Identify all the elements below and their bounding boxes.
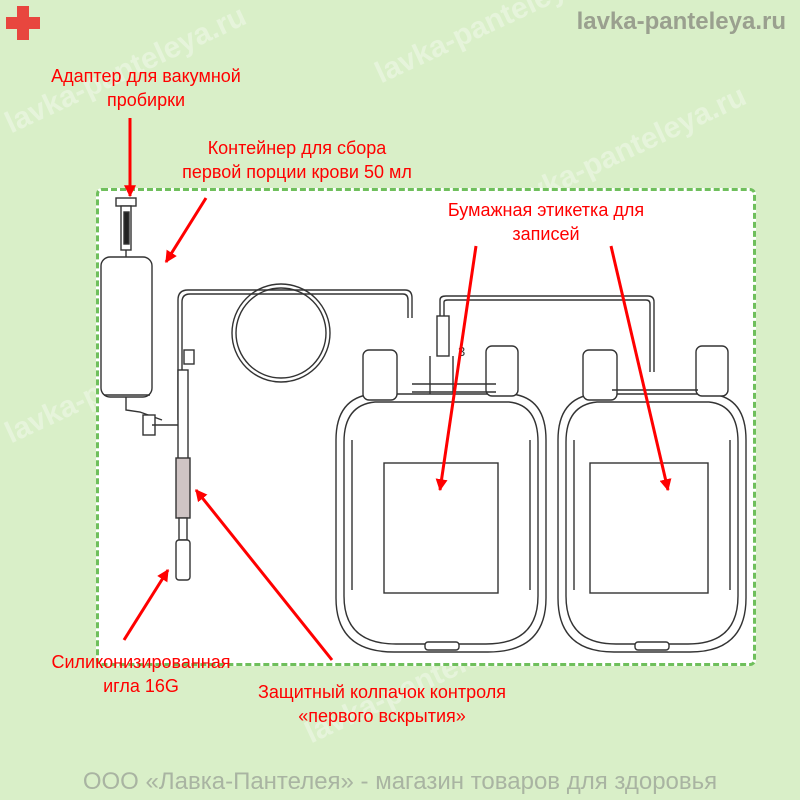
main-blood-bag [335, 345, 547, 653]
paper-label-2 [589, 462, 709, 594]
medical-cross-icon [6, 6, 40, 40]
needle-cover [175, 539, 191, 581]
label-needle: Силиконизированная игла 16G [51, 652, 231, 696]
arrow-needle [122, 568, 170, 641]
footer-company: ООО «Лавка-Пантелея» - магазин товаров д… [82, 768, 718, 795]
tube-coil [231, 283, 331, 383]
satellite-blood-bag [557, 345, 747, 653]
arrow-label-2 [609, 245, 672, 492]
sampling-pouch [100, 256, 153, 398]
arrow-container [164, 197, 208, 264]
protective-cap [175, 457, 191, 519]
vacuum-adapter [115, 197, 137, 258]
label-cap: Защитный колпачок контроля «первого вскр… [258, 682, 506, 726]
arrow-cap [194, 489, 334, 661]
site-name: lavka-panteleya.ru [576, 8, 786, 35]
label-container: Контейнер для сбора первой порции крови … [182, 138, 412, 182]
label-paper: Бумажная этикетка для записей [447, 200, 645, 244]
arrow-label-1 [435, 245, 478, 492]
label-adapter: Адаптер для вакумной пробирки [51, 66, 241, 110]
breakaway-connector [436, 315, 450, 357]
